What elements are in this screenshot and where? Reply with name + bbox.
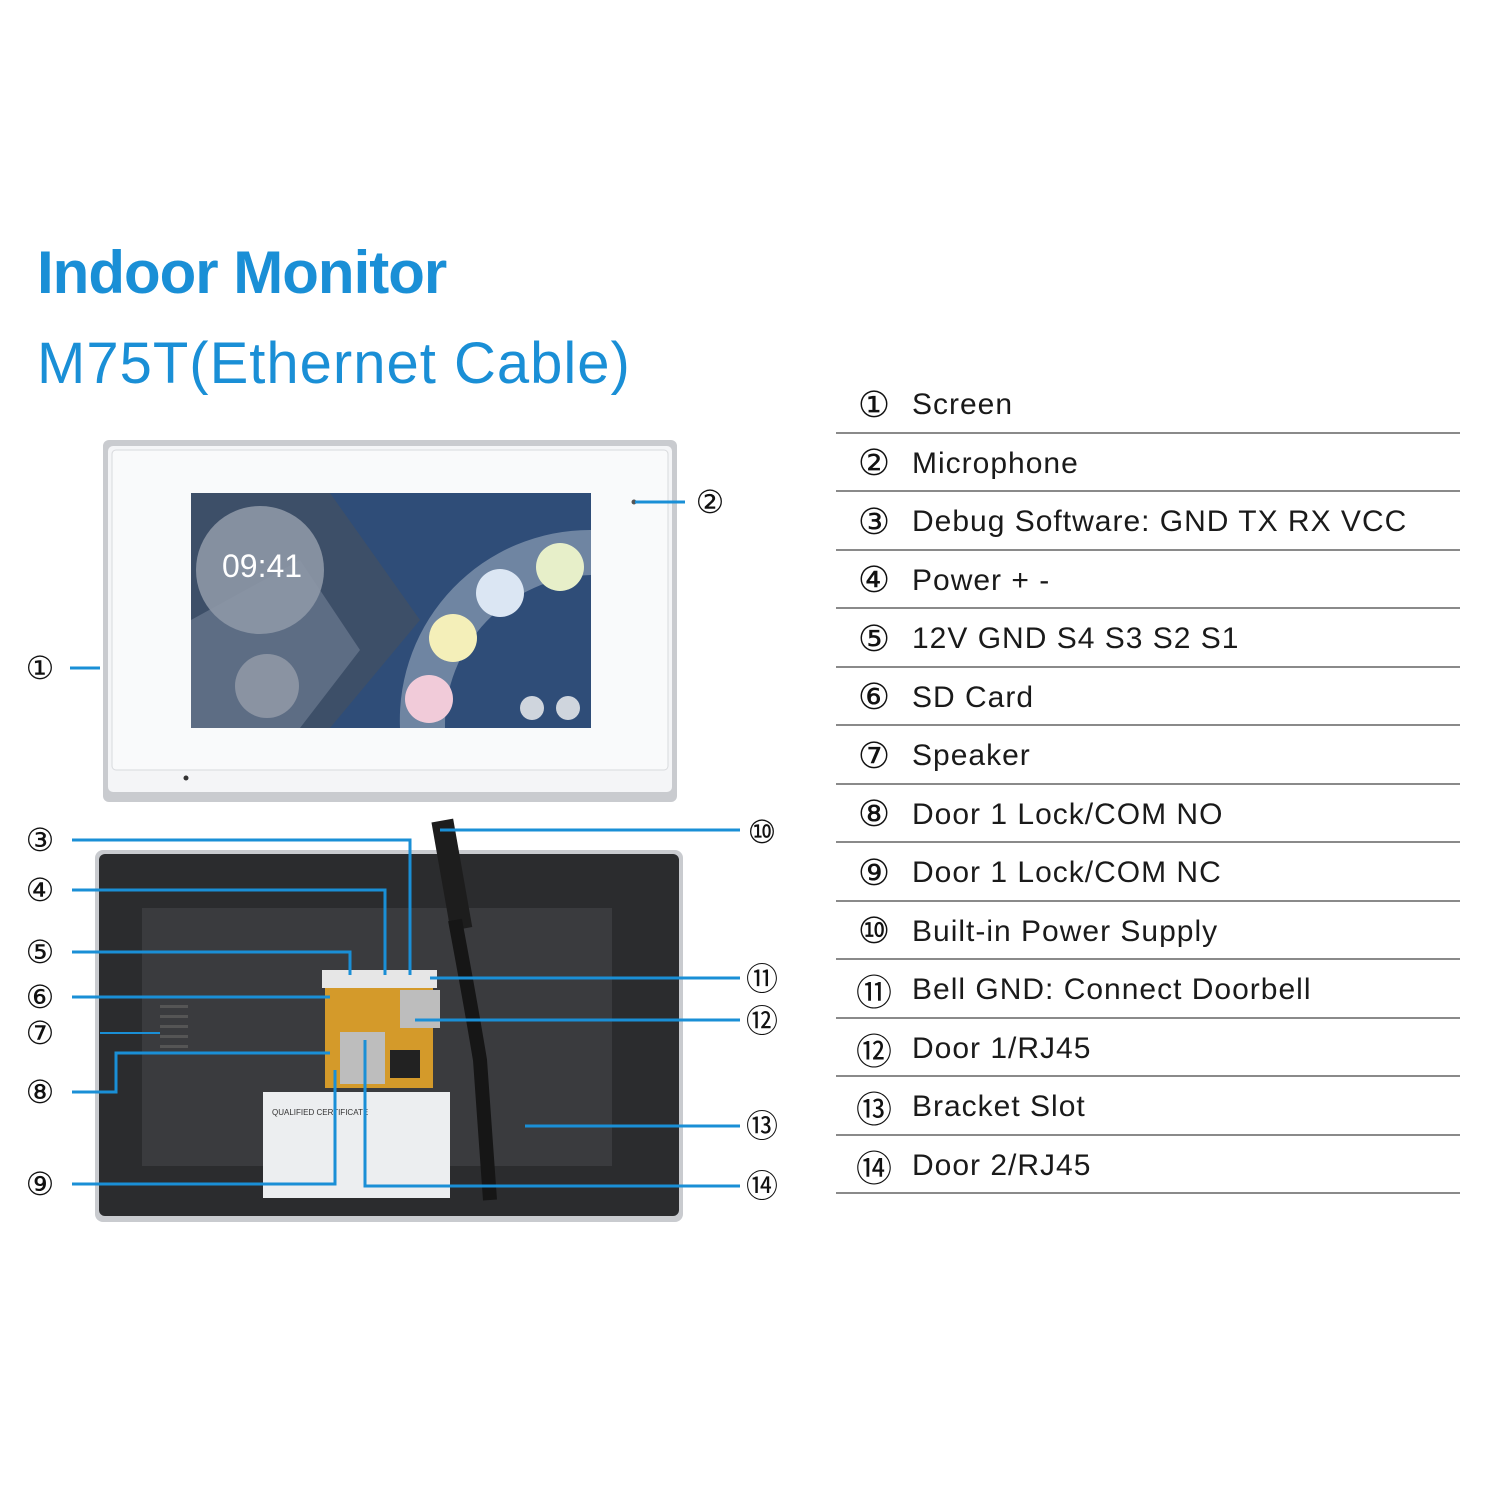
legend-label: SD Card: [912, 680, 1035, 714]
camera-icon: [476, 569, 524, 617]
callout-10: ⑩: [747, 813, 777, 851]
legend-item: ③ Debug Software: GND TX RX VCC: [836, 492, 1460, 551]
callout-12: ⑫: [745, 1002, 779, 1040]
legend-label: Door 1/RJ45: [912, 1031, 1092, 1065]
legend-number: ③: [857, 501, 891, 543]
legend-item: ⑪ Bell GND: Connect Doorbell: [836, 960, 1460, 1019]
power-cable-connector: [431, 818, 473, 931]
certificate-heading: QUALIFIED CERTIFICATE: [272, 1108, 368, 1117]
legend-item: ⑧ Door 1 Lock/COM NO: [836, 785, 1460, 843]
legend-label: Debug Software: GND TX RX VCC: [912, 505, 1408, 539]
legend-item: ④ Power + -: [836, 551, 1460, 609]
legend-label: Built-in Power Supply: [912, 914, 1219, 948]
page-title: Indoor Monitor: [37, 239, 447, 306]
rj45-port-1: [400, 990, 440, 1028]
legend-label: Bell GND: Connect Doorbell: [912, 973, 1312, 1007]
legend-label: Door 2/RJ45: [912, 1148, 1092, 1182]
callout-9: ⑨: [25, 1165, 55, 1203]
callout-14: ⑭: [745, 1167, 779, 1205]
callout-4: ④: [25, 871, 55, 909]
legend-label: Microphone: [912, 446, 1079, 480]
model-subtitle: M75T(Ethernet Cable): [37, 331, 631, 396]
callout-5: ⑤: [25, 933, 55, 971]
legend-item: ⑤ 12V GND S4 S3 S2 S1: [836, 609, 1460, 668]
parts-legend: ① Screen ② Microphone ③ Debug Software: GND…: [836, 375, 1460, 1194]
speaker-grille: [160, 1005, 188, 1048]
callout-13: ⑬: [745, 1107, 779, 1145]
date-circle: [235, 654, 299, 718]
indicator-dot: [183, 775, 189, 781]
legend-number: ⑤: [857, 618, 891, 660]
legend-number: ⑪: [855, 973, 892, 1015]
legend-number: ⑩: [857, 911, 891, 953]
callout-2: ②: [695, 483, 725, 521]
power-cable: [448, 918, 497, 1201]
legend-number: ④: [857, 560, 891, 602]
callout-3: ③: [25, 821, 55, 859]
legend-label: 12V GND S4 S3 S2 S1: [912, 622, 1240, 656]
legend-item: ⑥ SD Card: [836, 668, 1460, 726]
legend-label: Power + -: [912, 563, 1051, 597]
legend-item: ② Microphone: [836, 434, 1460, 492]
legend-number: ⑨: [857, 852, 891, 894]
message-icon: [556, 696, 580, 720]
legend-label: Door 1 Lock/COM NC: [912, 856, 1222, 890]
legend-number: ⑬: [855, 1090, 892, 1132]
volume-icon: [520, 696, 544, 720]
terminal-connectors: [322, 970, 437, 988]
settings-icon: [536, 543, 584, 591]
legend-label: Door 1 Lock/COM NO: [912, 797, 1224, 831]
legend-item: ⑫ Door 1/RJ45: [836, 1019, 1460, 1077]
callout-8: ⑧: [25, 1073, 55, 1111]
monitor-front: [103, 440, 677, 802]
door-icon: [405, 675, 453, 723]
callout-7: ⑦: [25, 1014, 55, 1052]
legend-number: ①: [857, 384, 891, 426]
legend-number: ⑧: [857, 794, 891, 836]
legend-item: ⑬ Bracket Slot: [836, 1077, 1460, 1136]
certificate-label: [263, 1092, 450, 1198]
legend-label: Screen: [912, 388, 1014, 422]
legend-number: ②: [857, 443, 891, 485]
legend-label: Bracket Slot: [912, 1090, 1086, 1124]
legend-item: ⑭ Door 2/RJ45: [836, 1136, 1460, 1194]
callout-1: ①: [25, 649, 55, 687]
legend-item: ⑩ Built-in Power Supply: [836, 902, 1460, 960]
callout-6: ⑥: [25, 978, 55, 1016]
legend-number: ⑭: [855, 1148, 892, 1190]
callout-11: ⑪: [745, 960, 779, 998]
clock-circle: [196, 506, 324, 634]
screen-clock: 09:41: [222, 548, 303, 584]
legend-item: ⑦ Speaker: [836, 726, 1460, 785]
legend-number: ⑦: [857, 735, 891, 777]
rj45-port-2: [340, 1032, 385, 1084]
legend-item: ① Screen: [836, 375, 1460, 434]
monitor-icon: [429, 614, 477, 662]
legend-item: ⑨ Door 1 Lock/COM NC: [836, 843, 1460, 902]
legend-label: Speaker: [912, 739, 1031, 773]
callout-lines: [70, 500, 740, 1188]
legend-number: ⑫: [855, 1031, 892, 1073]
legend-number: ⑥: [857, 677, 891, 719]
